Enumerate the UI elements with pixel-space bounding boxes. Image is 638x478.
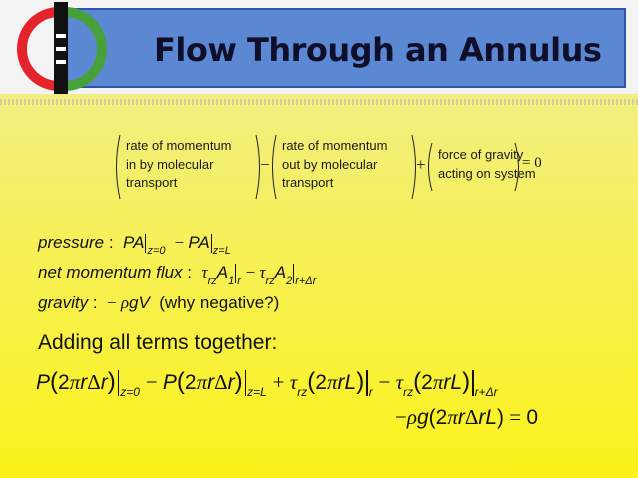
pressure-label: pressure — [38, 233, 105, 252]
slide-title: Flow Through an Annulus — [154, 31, 602, 69]
term-out-line: rate of momentum — [282, 138, 388, 153]
sub-rz: rz — [403, 385, 414, 399]
sub-rz: rz — [265, 275, 275, 287]
term-out: rate of momentum out by molecular transp… — [282, 137, 388, 193]
term-out-line: transport — [282, 175, 334, 190]
final-equation-line-2: −ρg(2πrΔrL) = 0 — [395, 405, 539, 429]
sub-r-dr: r+Δr — [474, 385, 498, 399]
minus-sign: − — [260, 155, 270, 174]
title-bar: Flow Through an Annulus — [60, 8, 626, 88]
term-in-line: transport — [126, 175, 178, 190]
bracket-icon — [116, 134, 519, 200]
sub-r-dr: r+Δr — [295, 275, 317, 287]
divider — [0, 99, 638, 105]
flux-label: net momentum flux — [38, 263, 183, 282]
term-in: rate of momentum in by molecular transpo… — [126, 137, 232, 193]
term-gravity-line: force of gravity — [438, 147, 524, 162]
sub-zL: z=L — [212, 245, 231, 257]
logo-icon — [17, 2, 107, 94]
term-in-line: rate of momentum — [126, 138, 232, 153]
sub-rz: rz — [297, 385, 308, 399]
gravity-term: gravity : − ρgV (why negative?) — [38, 293, 280, 312]
equals-zero: = 0 — [522, 155, 542, 171]
sub-zL: z=L — [247, 385, 267, 399]
gravity-label: gravity — [38, 293, 89, 312]
sub-rz: rz — [207, 275, 217, 287]
sub-z0: z=0 — [120, 385, 140, 399]
term-gravity: force of gravity acting on system — [438, 146, 536, 183]
adding-terms-heading: Adding all terms together: — [38, 331, 278, 354]
term-in-line: in by molecular — [126, 156, 214, 172]
term-out-line: out by molecular — [282, 156, 378, 172]
plus-sign: + — [416, 155, 426, 174]
final-equation-line-1: P(2πrΔr)z=0 − P(2πrΔr)z=L + τrz(2πrL)r −… — [36, 368, 498, 399]
why-negative: (why negative?) — [159, 293, 280, 312]
sub-z0: z=0 — [147, 245, 166, 257]
sub-r: r — [368, 385, 373, 399]
balance-equation: rate of momentum in by molecular transpo… — [110, 133, 560, 201]
term-gravity-line: acting on system — [438, 165, 536, 181]
sub-r: r — [237, 275, 241, 287]
